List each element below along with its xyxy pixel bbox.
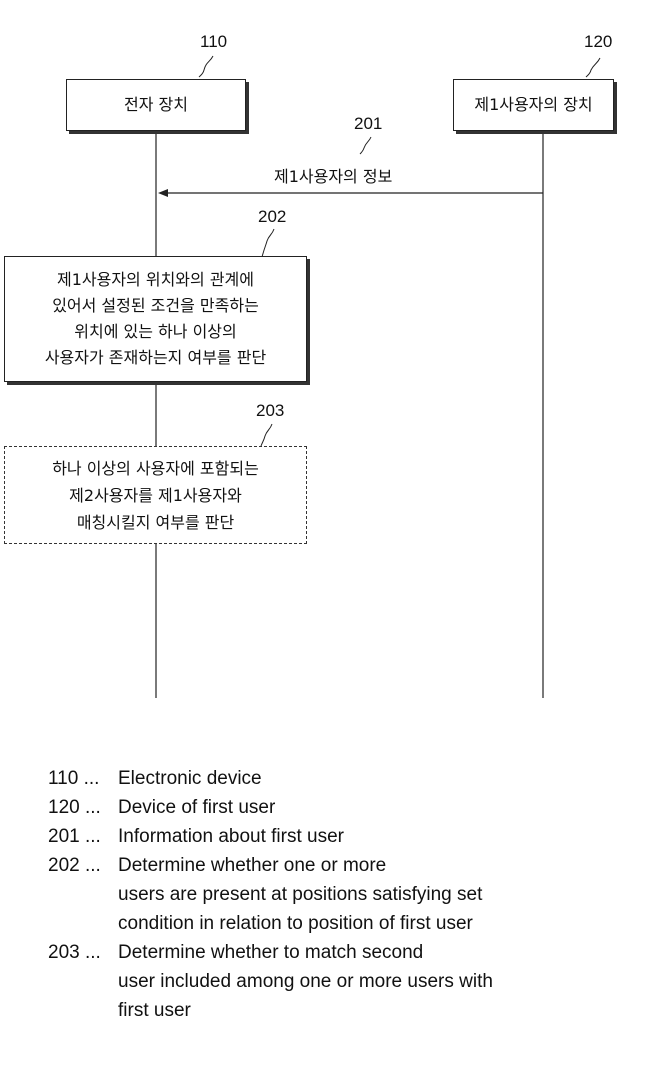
leader-120 xyxy=(585,57,601,78)
legend-num: 110 ... xyxy=(48,768,100,789)
step-box-203: 하나 이상의 사용자에 포함되는 제2사용자를 제1사용자와 매칭시킬지 여부를… xyxy=(4,446,307,544)
legend-text: Device of first user xyxy=(118,797,276,818)
step-202-line: 제1사용자의 위치와의 관계에 xyxy=(57,270,254,289)
legend-item-120: 120 ... Device of first user xyxy=(48,793,493,822)
legend-text: Determine whether one or more users are … xyxy=(118,855,483,934)
ref-203: 203 xyxy=(256,401,285,420)
legend-text: Determine whether to match second user i… xyxy=(118,942,493,1021)
legend-item-110: 110 ... Electronic device xyxy=(48,764,493,793)
legend-text: Electronic device xyxy=(118,768,262,789)
legend-num: 201 ... xyxy=(48,826,101,847)
legend-num: 120 ... xyxy=(48,797,101,818)
message-label-201: 제1사용자의 정보 xyxy=(274,167,393,186)
participant-first-user-device: 제1사용자의 장치 xyxy=(453,79,614,131)
legend-item-201: 201 ... Information about first user xyxy=(48,822,493,851)
legend-num: 203 ... xyxy=(48,942,101,963)
legend-item-202: 202 ... Determine whether one or more us… xyxy=(48,851,493,938)
step-202-line: 위치에 있는 하나 이상의 xyxy=(74,322,237,341)
arrowhead-icon xyxy=(158,189,168,197)
legend-item-203: 203 ... Determine whether to match secon… xyxy=(48,938,493,1025)
ref-110: 110 xyxy=(200,32,228,51)
step-203-line: 매칭시킬지 여부를 판단 xyxy=(76,512,235,532)
step-box-202: 제1사용자의 위치와의 관계에 있어서 설정된 조건을 만족하는 위치에 있는 … xyxy=(4,256,307,382)
participant-label: 제1사용자의 장치 xyxy=(474,95,593,114)
leader-202 xyxy=(261,228,275,258)
step-203-line: 하나 이상의 사용자에 포함되는 xyxy=(52,458,259,478)
leader-203 xyxy=(260,423,273,447)
legend: 110 ... Electronic device 120 ... Device… xyxy=(48,764,493,1025)
participant-label: 전자 장치 xyxy=(124,95,188,114)
legend-num: 202 ... xyxy=(48,855,101,876)
legend-text: Information about first user xyxy=(118,826,344,847)
ref-120: 120 xyxy=(584,32,613,51)
leader-201 xyxy=(359,136,372,155)
step-202-line: 있어서 설정된 조건을 만족하는 xyxy=(52,296,259,315)
step-202-line: 사용자가 존재하는지 여부를 판단 xyxy=(44,348,267,367)
participant-electronic-device: 전자 장치 xyxy=(66,79,246,131)
ref-202: 202 xyxy=(258,207,287,226)
leader-110 xyxy=(198,55,214,78)
step-203-line: 제2사용자를 제1사용자와 xyxy=(69,485,242,505)
ref-201: 201 xyxy=(354,114,383,133)
